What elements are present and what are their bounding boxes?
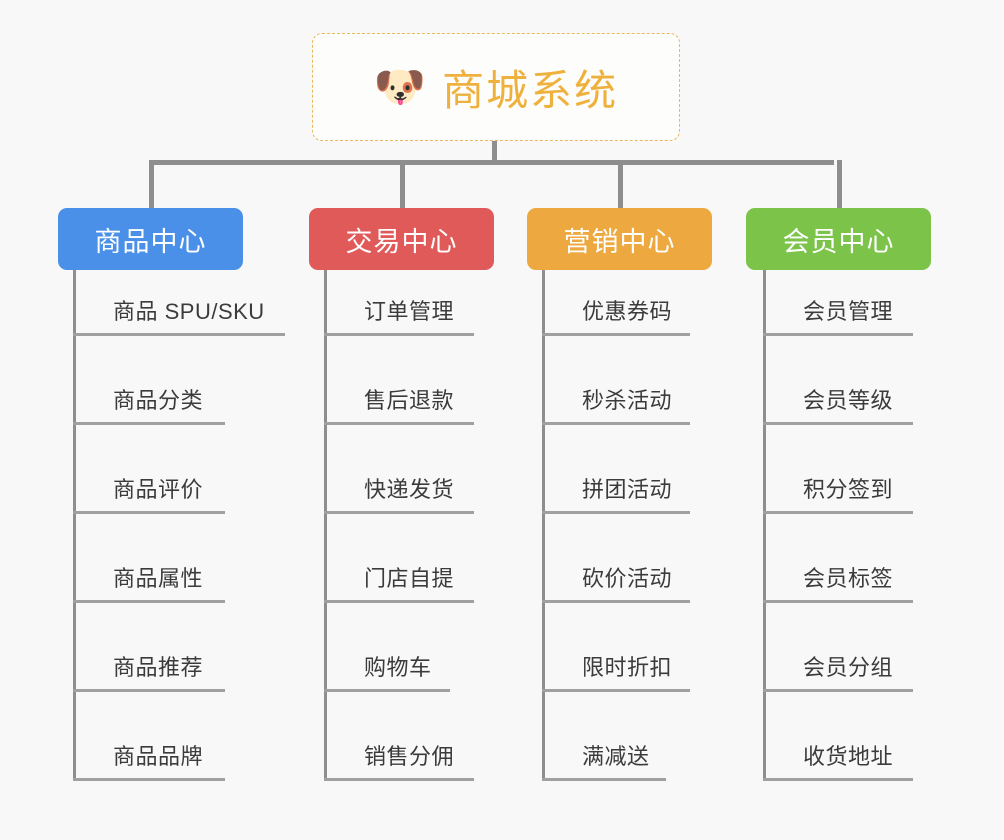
root-node-label: 商城系统	[442, 66, 619, 114]
leaf-item-underline	[73, 333, 285, 336]
leaf-item-underline	[542, 422, 690, 425]
category-label: 营销中心	[563, 226, 676, 257]
leaf-item-underline	[324, 778, 474, 781]
connector-drop-4	[836, 160, 842, 208]
leaf-item[interactable]: 商品品牌	[73, 692, 225, 781]
category-label: 交易中心	[345, 226, 458, 257]
connector-drop-3	[617, 160, 623, 208]
leaf-item-label: 销售分佣	[364, 744, 455, 769]
leaf-item-label: 订单管理	[364, 299, 455, 324]
leaf-item-label: 商品推荐	[113, 655, 204, 680]
leaf-item-label: 快递发货	[364, 477, 455, 502]
leaf-item-label: 商品评价	[113, 477, 204, 502]
leaf-item-underline	[542, 600, 690, 603]
leaf-item-label: 会员等级	[803, 388, 894, 413]
leaf-item-underline	[324, 422, 474, 425]
leaf-item-underline	[324, 333, 474, 336]
leaf-item-underline	[763, 511, 913, 514]
leaf-item[interactable]: 拼团活动	[542, 425, 690, 514]
leaf-item[interactable]: 订单管理	[324, 247, 474, 336]
leaf-item-underline	[763, 333, 913, 336]
leaf-item-underline	[324, 511, 474, 514]
leaf-item-underline	[324, 600, 474, 603]
leaf-item-label: 限时折扣	[582, 655, 673, 680]
leaf-item-underline	[542, 778, 666, 781]
leaf-item-label: 砍价活动	[582, 566, 673, 591]
leaf-item-label: 会员分组	[803, 655, 894, 680]
leaf-item-label: 商品品牌	[113, 744, 204, 769]
category-box-2[interactable]: 交易中心	[309, 208, 494, 270]
leaf-item-underline	[73, 778, 225, 781]
shiba-dog-face-icon: 🐶	[373, 63, 427, 110]
leaf-item-underline	[542, 689, 690, 692]
leaf-item-underline	[763, 778, 913, 781]
connector-drop-2	[399, 160, 405, 208]
category-box-4[interactable]: 会员中心	[746, 208, 931, 270]
leaf-item[interactable]: 商品分类	[73, 336, 225, 425]
leaf-item-underline	[542, 511, 690, 514]
connector-horizontal-bus	[149, 160, 834, 165]
leaf-item[interactable]: 商品 SPU/SKU	[73, 247, 285, 336]
leaf-spine	[324, 270, 327, 781]
leaf-item-label: 积分签到	[803, 477, 894, 502]
leaf-item-underline	[73, 511, 225, 514]
leaf-item[interactable]: 积分签到	[763, 425, 913, 514]
leaf-item[interactable]: 商品属性	[73, 514, 225, 603]
leaf-item-underline	[763, 689, 913, 692]
leaf-item[interactable]: 会员等级	[763, 336, 913, 425]
leaf-item-label: 满减送	[582, 744, 650, 769]
leaf-item[interactable]: 限时折扣	[542, 603, 690, 692]
root-node-shop-system[interactable]: 🐶 商城系统	[312, 33, 680, 141]
leaf-item[interactable]: 商品推荐	[73, 603, 225, 692]
leaf-spine	[763, 270, 766, 781]
leaf-item[interactable]: 满减送	[542, 692, 666, 781]
leaf-spine	[542, 270, 545, 781]
leaf-item[interactable]: 优惠券码	[542, 247, 690, 336]
category-label: 商品中心	[94, 226, 207, 257]
leaf-item-underline	[73, 689, 225, 692]
category-box-3[interactable]: 营销中心	[527, 208, 712, 270]
leaf-spine	[73, 270, 76, 781]
leaf-item-label: 商品 SPU/SKU	[113, 299, 265, 324]
leaf-item-label: 优惠券码	[582, 299, 673, 324]
leaf-item-label: 秒杀活动	[582, 388, 673, 413]
leaf-item[interactable]: 会员管理	[763, 247, 913, 336]
leaf-item-underline	[73, 422, 225, 425]
leaf-item-label: 收货地址	[803, 744, 894, 769]
leaf-item[interactable]: 门店自提	[324, 514, 474, 603]
leaf-item-label: 商品属性	[113, 566, 204, 591]
leaf-item-label: 购物车	[364, 655, 432, 680]
leaf-item[interactable]: 会员标签	[763, 514, 913, 603]
leaf-item-label: 售后退款	[364, 388, 455, 413]
leaf-item[interactable]: 收货地址	[763, 692, 913, 781]
category-box-1[interactable]: 商品中心	[58, 208, 243, 270]
leaf-item-label: 商品分类	[113, 388, 204, 413]
leaf-item-underline	[73, 600, 225, 603]
category-label: 会员中心	[782, 226, 895, 257]
leaf-item-label: 拼团活动	[582, 477, 673, 502]
leaf-item[interactable]: 会员分组	[763, 603, 913, 692]
connector-root-stem	[492, 141, 497, 163]
connector-drop-1	[148, 160, 154, 208]
leaf-item[interactable]: 售后退款	[324, 336, 474, 425]
leaf-item-underline	[324, 689, 450, 692]
leaf-item-underline	[763, 422, 913, 425]
leaf-item-label: 门店自提	[364, 566, 455, 591]
leaf-item-underline	[542, 333, 690, 336]
leaf-item[interactable]: 快递发货	[324, 425, 474, 514]
leaf-item[interactable]: 秒杀活动	[542, 336, 690, 425]
leaf-item[interactable]: 砍价活动	[542, 514, 690, 603]
leaf-item[interactable]: 销售分佣	[324, 692, 474, 781]
leaf-item[interactable]: 购物车	[324, 603, 450, 692]
leaf-item-underline	[763, 600, 913, 603]
leaf-item-label: 会员管理	[803, 299, 894, 324]
leaf-item[interactable]: 商品评价	[73, 425, 225, 514]
leaf-item-label: 会员标签	[803, 566, 894, 591]
